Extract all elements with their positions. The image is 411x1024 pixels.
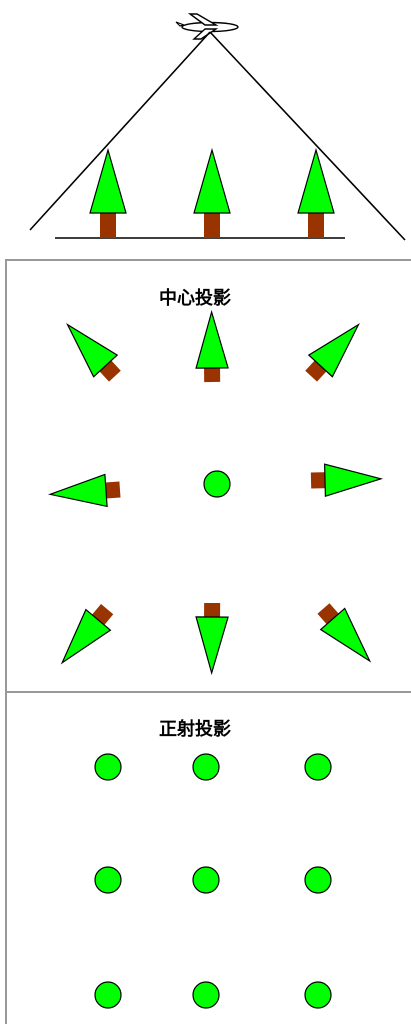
tree-central-bottom-right [311, 598, 381, 672]
tree-central-bottom-center [196, 603, 228, 673]
tree-orthographic [193, 867, 219, 893]
orthographic-projection-frame [6, 692, 411, 1024]
central-projection-panel: 中心投影 [6, 260, 411, 692]
tree-orthographic [305, 982, 331, 1008]
tree-side-view [298, 150, 334, 238]
tree-central-middle-left [49, 474, 121, 511]
tree-central-middle-right [311, 463, 382, 497]
tree-central-center [204, 471, 230, 497]
central-projection-title: 中心投影 [159, 287, 231, 309]
tree-central-bottom-left [50, 599, 120, 673]
tree-orthographic [95, 982, 121, 1008]
tree-central-top-right [299, 314, 370, 387]
tree-orthographic [305, 867, 331, 893]
scene-panel [30, 14, 405, 240]
tree-side-view [90, 150, 126, 238]
orthographic-projection-title: 正射投影 [159, 718, 231, 740]
tree-central-top-center [196, 312, 229, 382]
tree-orthographic [305, 754, 331, 780]
tree-side-view [194, 150, 230, 238]
tree-orthographic [193, 754, 219, 780]
tree-orthographic [95, 867, 121, 893]
orthographic-projection-panel: 正射投影 [6, 692, 411, 1024]
tree-central-top-left [56, 314, 127, 387]
tree-orthographic [95, 754, 121, 780]
tree-orthographic [193, 982, 219, 1008]
